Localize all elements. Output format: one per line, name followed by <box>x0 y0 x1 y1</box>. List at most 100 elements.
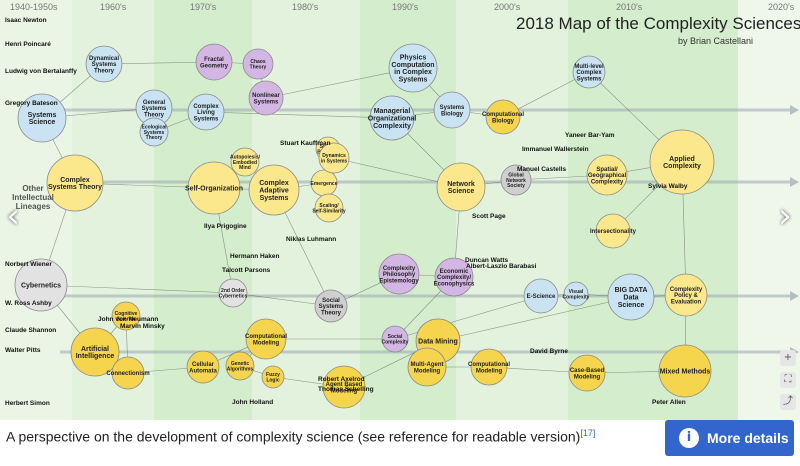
previous-image-button[interactable]: ‹ <box>6 196 20 236</box>
person-label: Peter Allen <box>652 399 686 406</box>
complexity-map-image: 1940-1950s 1960's 1970's 1980's 1990's 2… <box>0 0 800 420</box>
topic-bubble <box>470 348 508 386</box>
topic-bubble <box>186 350 220 384</box>
next-image-button[interactable]: › <box>778 196 792 236</box>
person-label: Walter Pitts <box>5 347 41 354</box>
topic-bubble <box>433 91 471 129</box>
person-label: Isaac Newton <box>5 17 47 24</box>
person-label: Duncan Watts <box>465 257 508 264</box>
era-label: 2010's <box>616 2 643 12</box>
era-label: 2000's <box>494 2 521 12</box>
diagram-title: 2018 Map of the Complexity Sciences <box>516 14 800 33</box>
topic-bubble <box>563 281 589 307</box>
era-label: 1990's <box>392 2 419 12</box>
topic-bubble <box>314 289 348 323</box>
topic-bubble <box>500 164 532 196</box>
era-band-2000 <box>456 0 568 420</box>
person-label: Gregory Bateson <box>5 100 58 107</box>
topic-bubble <box>381 325 409 353</box>
caption-reference-link[interactable]: [17] <box>580 428 596 438</box>
topic-bubble <box>261 365 285 389</box>
topic-bubble <box>595 213 631 249</box>
topic-bubble <box>436 162 486 212</box>
era-label: 2020's <box>768 2 795 12</box>
topic-bubble <box>485 99 521 135</box>
topic-bubble <box>388 43 438 93</box>
topic-bubble <box>230 147 260 177</box>
topic-bubble <box>318 142 350 174</box>
person-label: Talcott Parsons <box>222 267 271 274</box>
era-label: 1940-1950s <box>10 2 58 12</box>
topic-bubble <box>586 154 628 196</box>
topic-bubble <box>17 93 67 143</box>
connection-line <box>394 295 542 340</box>
person-label: Ludwig von Bertalanffy <box>5 68 77 75</box>
fullscreen-button[interactable]: ⛶ <box>780 372 796 388</box>
topic-bubble-label: Emergence <box>311 181 338 187</box>
person-label: Norbert Wiener <box>5 261 52 268</box>
person-label: Marvin Minsky <box>120 323 165 330</box>
topic-bubble <box>378 253 420 295</box>
person-label: Yaneer Bar-Yam <box>565 132 615 139</box>
person-label: Albert-Laszlo Barabasi <box>466 263 537 270</box>
era-band-1940 <box>0 0 72 420</box>
topic-bubble <box>248 80 284 116</box>
info-icon: i <box>679 428 699 448</box>
topic-bubble <box>195 43 233 81</box>
topic-bubble <box>85 45 123 83</box>
timeline-arrowhead <box>790 177 799 187</box>
topic-bubble <box>322 365 366 409</box>
topic-bubble <box>314 193 344 223</box>
topic-bubble <box>607 273 655 321</box>
topic-bubble <box>187 93 225 131</box>
topic-bubble-label: Intersectionality <box>590 229 637 235</box>
era-label: 1960's <box>100 2 127 12</box>
share-button[interactable]: ⤴ <box>780 394 796 410</box>
person-label: Claude Shannon <box>5 327 56 334</box>
topic-bubble <box>218 278 248 308</box>
topic-bubble <box>248 164 300 216</box>
topic-bubble <box>523 278 559 314</box>
person-label: Henri Poincaré <box>5 41 51 48</box>
diagram-subtitle: by Brian Castellani <box>678 36 754 46</box>
caption-text: A perspective on the development of comp… <box>6 428 581 445</box>
person-label: John von Neumann <box>98 316 158 323</box>
zoom-button[interactable]: + <box>780 350 796 366</box>
person-label: Niklas Luhmann <box>286 236 336 243</box>
topic-bubble <box>70 327 120 377</box>
more-details-button[interactable]: i More details <box>665 420 794 456</box>
person-label: John Holland <box>232 399 273 406</box>
connection-line <box>40 284 234 294</box>
timeline-arrowhead <box>790 105 799 115</box>
side-label: Other Intellectual Lineages <box>12 184 54 211</box>
topic-bubble <box>649 129 715 195</box>
topic-bubble-label: Self-Organization <box>185 185 243 192</box>
topic-bubble <box>572 55 606 89</box>
connection-line <box>232 292 332 307</box>
topic-bubble-label: Scaling/Self-Similarity <box>312 203 346 214</box>
